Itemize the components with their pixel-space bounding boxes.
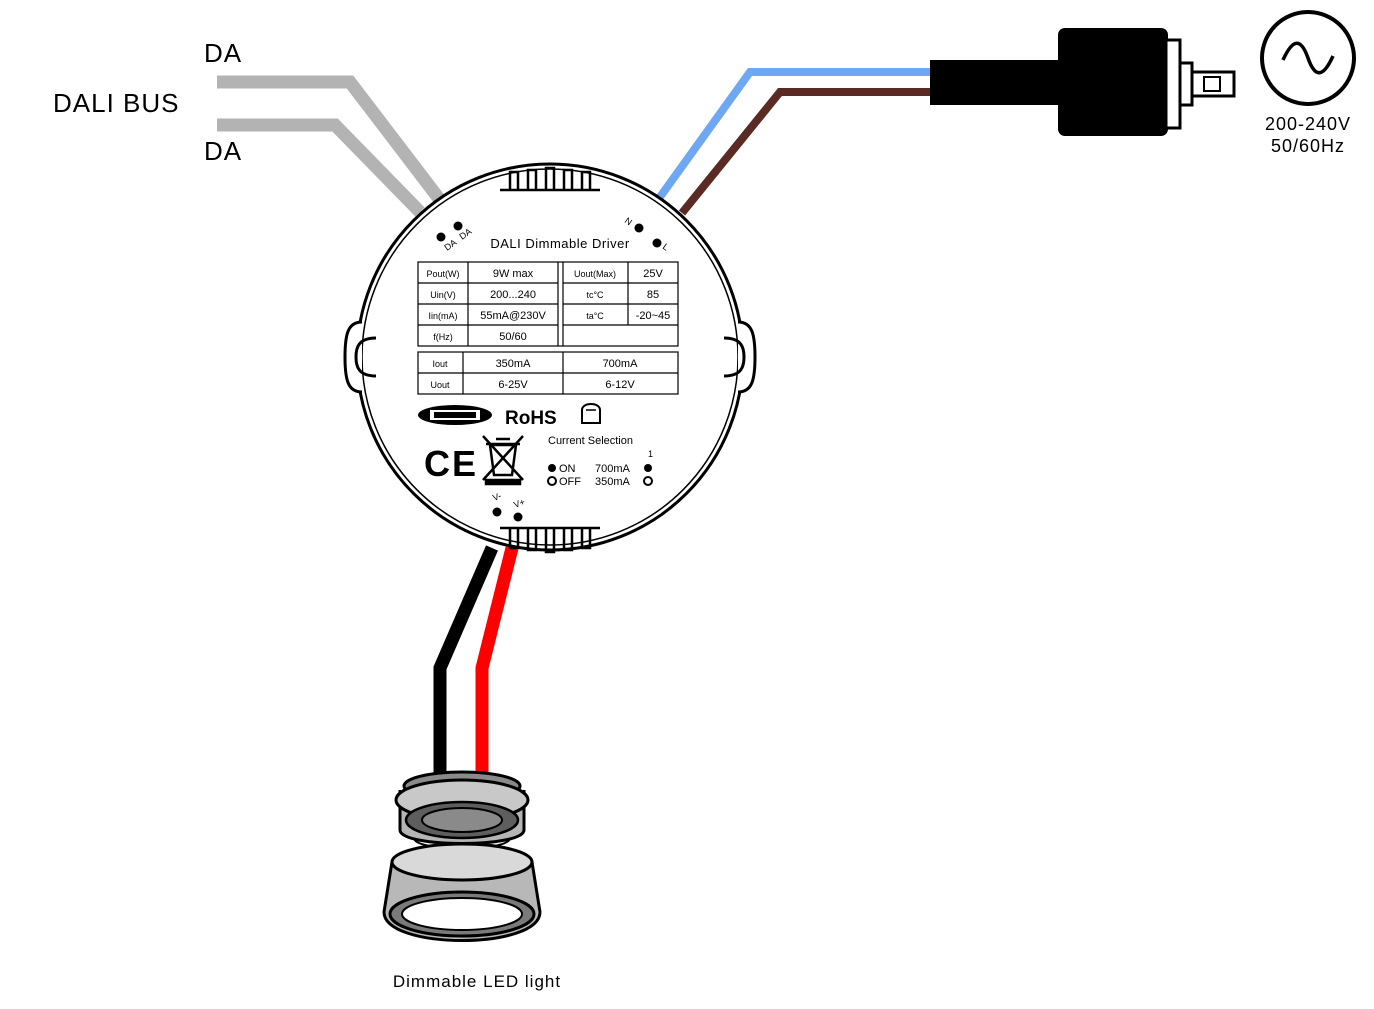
- spec-iin-label: Iin(mA): [429, 311, 458, 321]
- mounting-ear-right: [723, 320, 757, 394]
- led-light-label: Dimmable LED light: [393, 972, 561, 991]
- spec-pout-value: 9W max: [493, 268, 534, 280]
- output-uout-350: 6-25V: [498, 379, 528, 391]
- on-current: 700mA: [595, 463, 631, 475]
- brand-logo: [418, 405, 492, 425]
- terminal-da-right-dot: [453, 221, 463, 231]
- spec-ta-label: ta°C: [586, 311, 604, 321]
- on-legend-dot: [548, 464, 556, 472]
- switch-number: 1: [648, 449, 653, 459]
- terminal-v-plus-label: V+: [512, 497, 526, 510]
- fuse-mark-icon: [581, 403, 601, 424]
- terminal-v-minus-dot: [492, 507, 502, 517]
- mains-voltage-label: 200-240V: [1265, 114, 1351, 134]
- output-table: Iout 350mA 700mA Uout 6-25V 6-12V: [417, 351, 679, 395]
- dip-switch-off-dot: [643, 476, 653, 486]
- terminal-da-left-dot: [436, 232, 446, 242]
- spec-uin-label: Uin(V): [430, 290, 456, 300]
- on-label: ON: [559, 463, 576, 475]
- bottom-cable-clamp: [500, 526, 600, 554]
- spec-tc-label: tc°C: [586, 290, 604, 300]
- positive-wire: [475, 546, 519, 778]
- terminal-n-dot: [634, 223, 644, 233]
- current-selection-title: Current Selection: [548, 435, 633, 447]
- terminal-l-label: L: [661, 241, 671, 252]
- spec-freq-value: 50/60: [499, 331, 527, 343]
- mains-plug: [930, 28, 1236, 136]
- live-wire: [678, 88, 935, 216]
- spec-table: Pout(W) 9W max Uin(V) 200...240 Iin(mA) …: [417, 261, 679, 347]
- terminal-v-plus-dot: [513, 512, 523, 522]
- off-current: 350mA: [595, 476, 631, 488]
- dali-wire-top: [217, 75, 446, 204]
- spec-freq-label: f(Hz): [433, 332, 453, 342]
- ce-mark: CE: [424, 443, 478, 484]
- mains-frequency-label: 50/60Hz: [1271, 136, 1345, 156]
- output-iout-350: 350mA: [496, 358, 532, 370]
- spec-uout-max-label: Uout(Max): [574, 269, 616, 279]
- dip-switch-on-dot: [644, 464, 652, 472]
- dali-bus-label: DALI BUS: [53, 88, 180, 118]
- da-bottom-label: DA: [204, 136, 242, 166]
- off-label: OFF: [559, 476, 581, 488]
- driver-title: DALI Dimmable Driver: [490, 236, 629, 251]
- mains-wires: [656, 68, 935, 216]
- terminal-l-dot: [652, 238, 662, 248]
- neutral-wire: [656, 68, 935, 200]
- top-cable-clamp: [500, 166, 600, 192]
- output-uout-label: Uout: [430, 380, 450, 390]
- dali-bus-wires: [217, 75, 446, 217]
- current-selection: Current Selection 1 ON OFF 700mA 350mA: [547, 435, 653, 488]
- ac-source-icon: [1260, 10, 1356, 106]
- spec-ta-value: -20~45: [636, 310, 671, 322]
- spec-uout-max-value: 25V: [643, 268, 663, 280]
- output-uout-700: 6-12V: [605, 379, 635, 391]
- off-legend-dot: [547, 476, 557, 486]
- spec-uin-value: 200...240: [490, 289, 536, 301]
- led-light-fixture: [382, 770, 542, 942]
- weee-bin-icon: [482, 435, 524, 486]
- terminal-v-minus-label: V-: [491, 491, 502, 503]
- spec-tc-value: 85: [647, 289, 659, 301]
- led-output-wires: [433, 545, 519, 778]
- terminal-n-label: N: [623, 215, 634, 227]
- dali-wire-bottom: [217, 118, 425, 217]
- spec-iin-value: 55mA@230V: [480, 310, 546, 322]
- output-iout-label: Iout: [432, 359, 448, 369]
- output-iout-700: 700mA: [603, 358, 639, 370]
- rohs-mark: RoHS: [505, 408, 557, 429]
- da-top-label: DA: [204, 38, 242, 68]
- mounting-ear-left: [343, 320, 377, 394]
- driver-body: DA DA N L V- V+ DALI Dimmable Driver Pou…: [343, 162, 757, 554]
- negative-wire: [433, 545, 498, 778]
- spec-pout-label: Pout(W): [426, 269, 459, 279]
